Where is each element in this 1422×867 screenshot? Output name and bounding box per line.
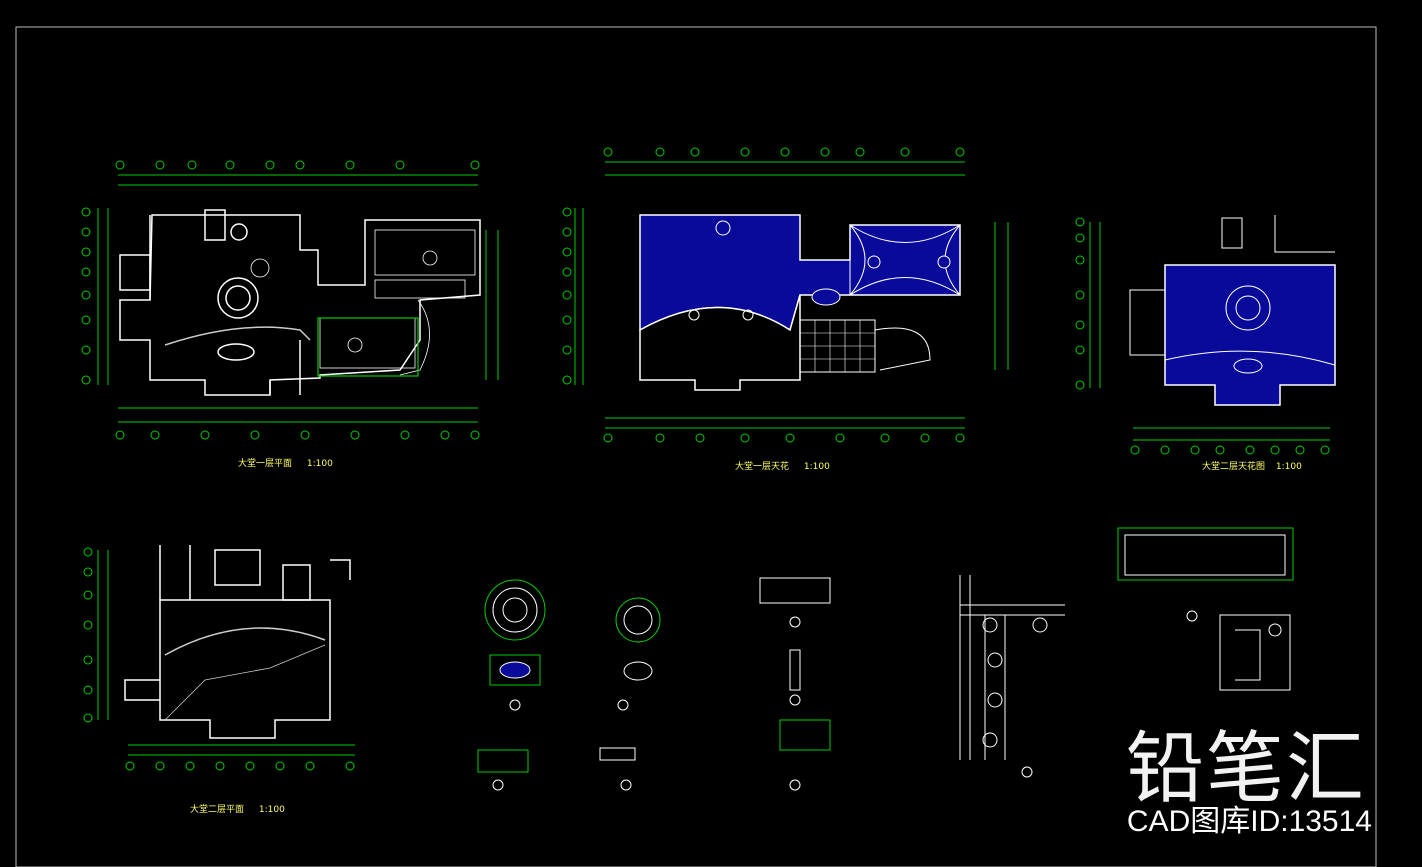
caption-plan-2f: 大堂二层平面 1:100 [190,802,285,815]
caption-plan-1f-scale: 1:100 [306,459,333,469]
ceiling-1f-fill [639,214,961,391]
caption-ceiling-2f-scale: 1:100 [1275,462,1302,472]
ceiling-1f [562,147,1009,443]
caption-ceiling-2f: 大堂二层天花图 1:100 [1202,459,1302,472]
plan-2f-walls [124,545,351,739]
caption-plan-2f-title: 大堂二层平面 [190,805,245,815]
axis-bubbles-left [1075,217,1085,390]
axis-bubbles-bottom [1130,445,1330,455]
plan-1f [81,160,499,440]
watermark-id: CAD图库ID:13514 [1126,805,1372,838]
caption-ceiling-1f-title: 大堂一层天花 [735,462,790,472]
caption-ceiling-1f: 大堂一层天花 1:100 [735,459,830,472]
caption-plan-2f-scale: 1:100 [258,805,285,815]
detail-round-column-b [615,597,661,711]
watermark-logo: 铅笔汇 [1125,724,1366,814]
sheet-border [15,26,1377,867]
axis-bubbles-left [83,547,93,723]
caption-ceiling-2f-title: 大堂二层天花图 [1202,462,1266,472]
plan-1f-furniture [250,229,476,376]
ceiling-2f [1075,217,1330,455]
plan-1f-green-dims [317,317,419,377]
plan-2f [83,547,355,771]
axis-bubbles-left [562,207,572,385]
axis-bubbles-bottom [125,761,355,771]
caption-ceiling-1f-scale: 1:100 [803,462,830,472]
caption-plan-1f: 大堂一层平面 1:100 [238,456,333,469]
detail-sections [477,577,831,791]
axis-bubbles-left [81,207,91,385]
axis-bubbles-bottom [603,433,965,443]
caption-plan-1f-title: 大堂一层平面 [238,459,293,469]
axis-bubbles-top [603,147,965,157]
ceiling-2f-fill [1129,215,1336,406]
axis-bubbles-top [115,160,480,170]
plan-1f-walls [119,209,481,396]
axis-bubbles-bottom [115,430,480,440]
detail-bench-elevation [959,527,1294,778]
detail-round-column-a [484,579,546,711]
